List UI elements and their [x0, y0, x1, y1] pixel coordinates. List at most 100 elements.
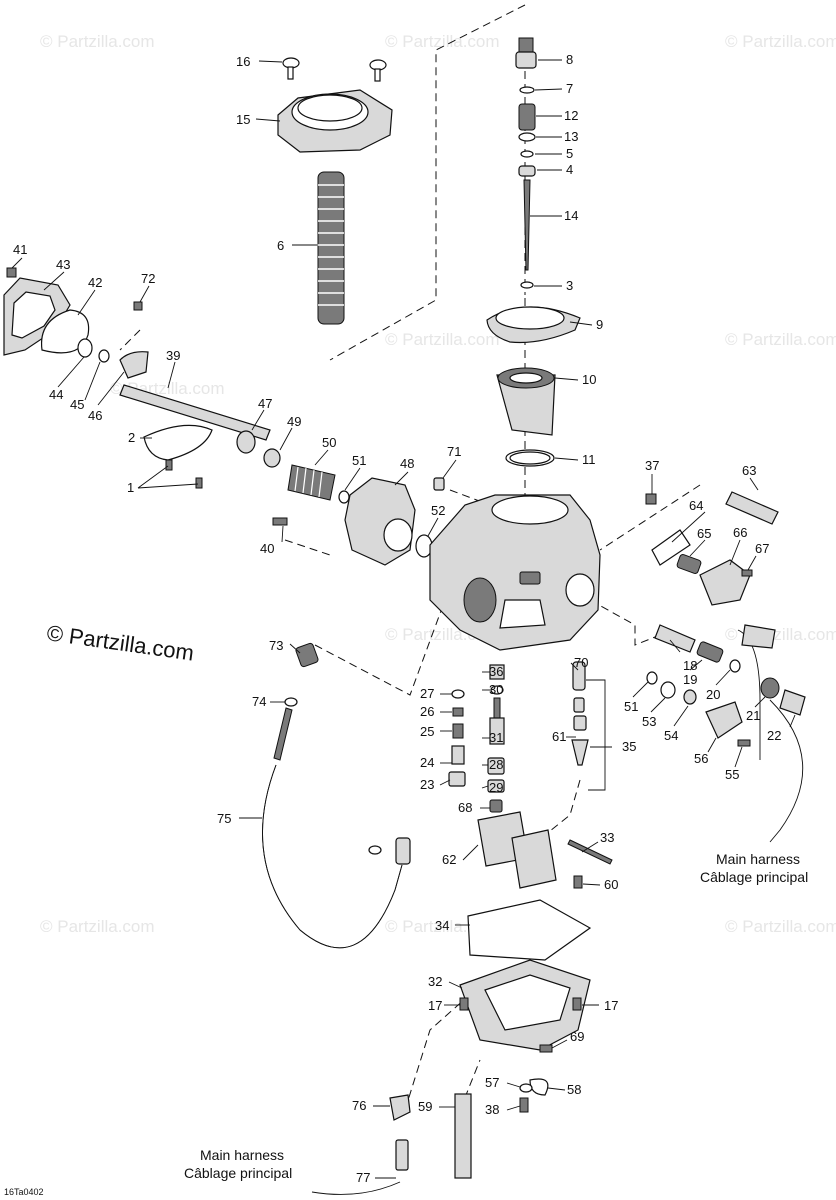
callout-2: 2 [128, 430, 135, 445]
callout-17: 17 [428, 998, 442, 1013]
watermark-text: © Partzilla.com [725, 330, 836, 349]
callout-69: 69 [570, 1029, 584, 1044]
callouts: 16 15 6 8 7 12 13 5 4 14 3 9 10 11 41 43… [13, 52, 781, 1185]
cable-75 [262, 707, 411, 949]
watermark-text: © Partzilla.com [385, 330, 500, 349]
cover-43 [3, 277, 71, 356]
harness-connector [737, 624, 776, 760]
callout-43: 43 [56, 257, 70, 272]
callout-36: 36 [489, 664, 503, 679]
ring-51-left [338, 490, 350, 504]
callout-72: 72 [141, 271, 155, 286]
clip-58 [529, 1078, 549, 1096]
callout-29: 29 [489, 780, 503, 795]
callout-10: 10 [582, 372, 596, 387]
screw-55 [737, 739, 751, 747]
cap-22 [779, 689, 806, 716]
callout-42: 42 [88, 275, 102, 290]
gasket-64 [651, 529, 691, 566]
watermark-text: © Partzilla.com [725, 917, 836, 936]
callout-59: 59 [418, 1099, 432, 1114]
diaphragm-spring [317, 171, 345, 325]
screw-41 [6, 267, 17, 278]
cover-48 [344, 477, 416, 566]
pilot-jets-35 [571, 661, 606, 791]
callout-26: 26 [420, 704, 434, 719]
callout-33: 33 [600, 830, 614, 845]
callout-54: 54 [664, 728, 678, 743]
callout-20: 20 [706, 687, 720, 702]
callout-8: 8 [566, 52, 573, 67]
hose-63 [725, 491, 779, 525]
callout-3: 3 [566, 278, 573, 293]
pin-33 [567, 839, 613, 865]
partzilla-watermark: © Partzilla.com [45, 620, 195, 665]
callout-46: 46 [88, 408, 102, 423]
callout-49: 49 [287, 414, 301, 429]
gasket-42 [40, 309, 90, 354]
callout-55: 55 [725, 767, 739, 782]
washer-53 [660, 681, 676, 699]
sensor-21 [760, 677, 780, 699]
callout-35: 35 [622, 739, 636, 754]
gasket-34 [467, 899, 592, 961]
bracket-56 [705, 701, 743, 739]
callout-50: 50 [322, 435, 336, 450]
callout-18: 18 [683, 658, 697, 673]
callout-65: 65 [697, 526, 711, 541]
callout-75: 75 [217, 811, 231, 826]
callout-57: 57 [485, 1075, 499, 1090]
carb-top-cover [277, 89, 393, 153]
throttle-plate [143, 424, 213, 461]
valve-18 [654, 624, 696, 653]
callout-34: 34 [435, 918, 449, 933]
clip [368, 845, 382, 855]
callout-56: 56 [694, 751, 708, 766]
callout-32: 32 [428, 974, 442, 989]
callout-48: 48 [400, 456, 414, 471]
note-main-harness-right: Main harness Câblage principal [700, 851, 808, 885]
callout-5: 5 [566, 146, 573, 161]
callout-22: 22 [767, 728, 781, 743]
screw-72 [133, 301, 143, 311]
screw-60 [573, 875, 583, 889]
callout-27: 27 [420, 686, 434, 701]
callout-31: 31 [489, 730, 503, 745]
callout-14: 14 [564, 208, 578, 223]
callout-64: 64 [689, 498, 703, 513]
note-line-2: Câblage principal [700, 869, 808, 885]
note-line-1: Main harness [200, 1147, 284, 1163]
washer-57 [519, 1083, 533, 1093]
screw-40 [272, 517, 288, 526]
watermark-text: © Partzilla.com [40, 917, 155, 936]
float-bowl-32 [459, 959, 591, 1051]
callout-40: 40 [260, 541, 274, 556]
callout-37: 37 [645, 458, 659, 473]
callout-13: 13 [564, 129, 578, 144]
watermark-text: © Partzilla.com [40, 32, 155, 51]
screws-1 [165, 459, 203, 489]
callout-63: 63 [742, 463, 756, 478]
callout-25: 25 [420, 724, 434, 739]
callout-28: 28 [489, 757, 503, 772]
callout-44: 44 [49, 387, 63, 402]
sensor-77 [395, 1139, 409, 1171]
watermark-text: © Partzilla.com [385, 32, 500, 51]
callout-47: 47 [258, 396, 272, 411]
assembly-lines [119, 4, 701, 1111]
callout-71: 71 [447, 444, 461, 459]
screw-69 [539, 1044, 553, 1053]
drawing-code: 16Ta0402 [4, 1187, 44, 1197]
callout-39: 39 [166, 348, 180, 363]
callout-12: 12 [564, 108, 578, 123]
watermark-text: © Partzilla.com [725, 32, 836, 51]
callout-30: 30 [489, 682, 503, 697]
callout-70: 70 [574, 655, 588, 670]
callout-51: 51 [352, 453, 366, 468]
callout-6: 6 [277, 238, 284, 253]
spring-19 [696, 641, 724, 663]
callout-17-right: 17 [604, 998, 618, 1013]
leader-lines [11, 59, 804, 1195]
callout-11: 11 [582, 452, 596, 467]
